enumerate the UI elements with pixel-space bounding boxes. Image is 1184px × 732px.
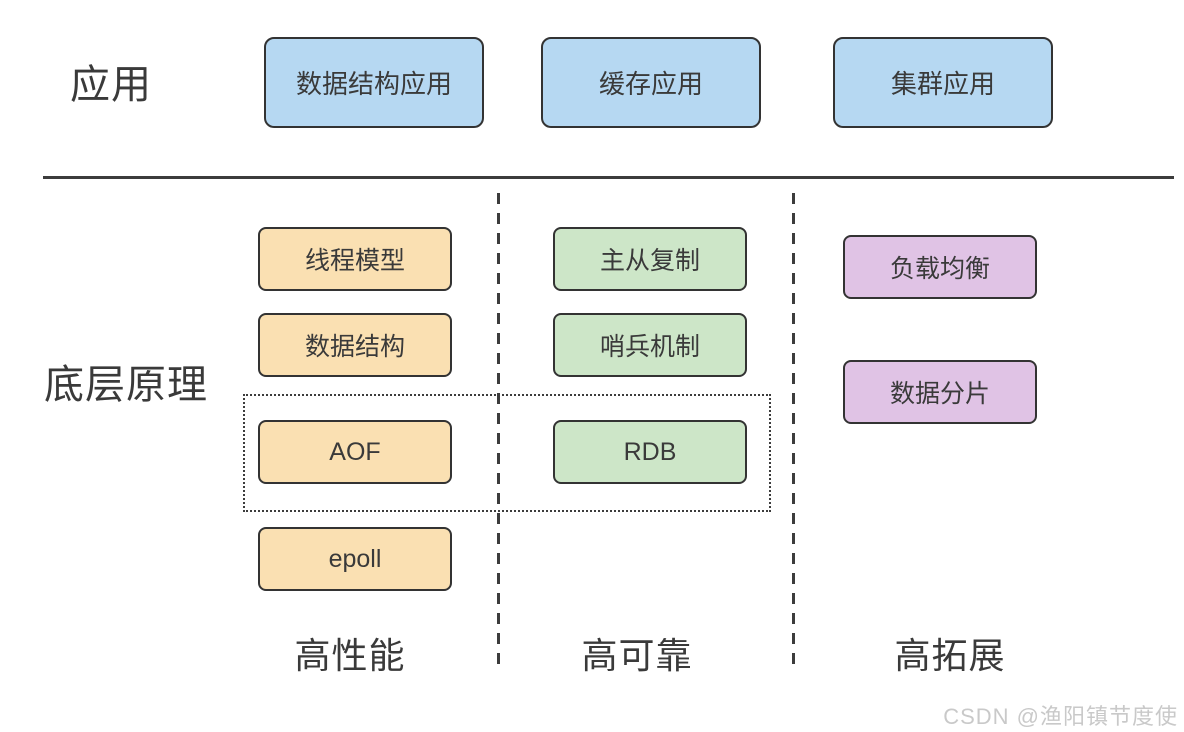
- box-sentinel-mechanism: 哨兵机制: [553, 313, 747, 377]
- principles-layer-label: 底层原理: [44, 363, 208, 407]
- box-epoll: epoll: [258, 527, 452, 591]
- box-data-sharding: 数据分片: [843, 360, 1037, 424]
- application-layer-label: 应用: [70, 63, 152, 107]
- box-rdb: RDB: [553, 420, 747, 484]
- box-thread-model: 线程模型: [258, 227, 452, 291]
- footer-high-reliability: 高可靠: [581, 635, 693, 676]
- column-divider-dashed-1: [497, 193, 500, 672]
- box-data-structure-app: 数据结构应用: [264, 37, 484, 128]
- box-cache-app: 缓存应用: [541, 37, 761, 128]
- box-data-structure: 数据结构: [258, 313, 452, 377]
- box-cluster-app: 集群应用: [833, 37, 1053, 128]
- box-aof: AOF: [258, 420, 452, 484]
- box-load-balancing: 负载均衡: [843, 235, 1037, 299]
- column-divider-dashed-2: [792, 193, 795, 672]
- persistence-dotted-group: [243, 394, 771, 512]
- csdn-watermark: CSDN @渔阳镇节度使: [943, 704, 1178, 729]
- box-master-slave-replication: 主从复制: [553, 227, 747, 291]
- footer-high-performance: 高性能: [294, 635, 406, 676]
- footer-high-scalability: 高拓展: [894, 635, 1006, 676]
- layer-divider-line: [43, 176, 1174, 179]
